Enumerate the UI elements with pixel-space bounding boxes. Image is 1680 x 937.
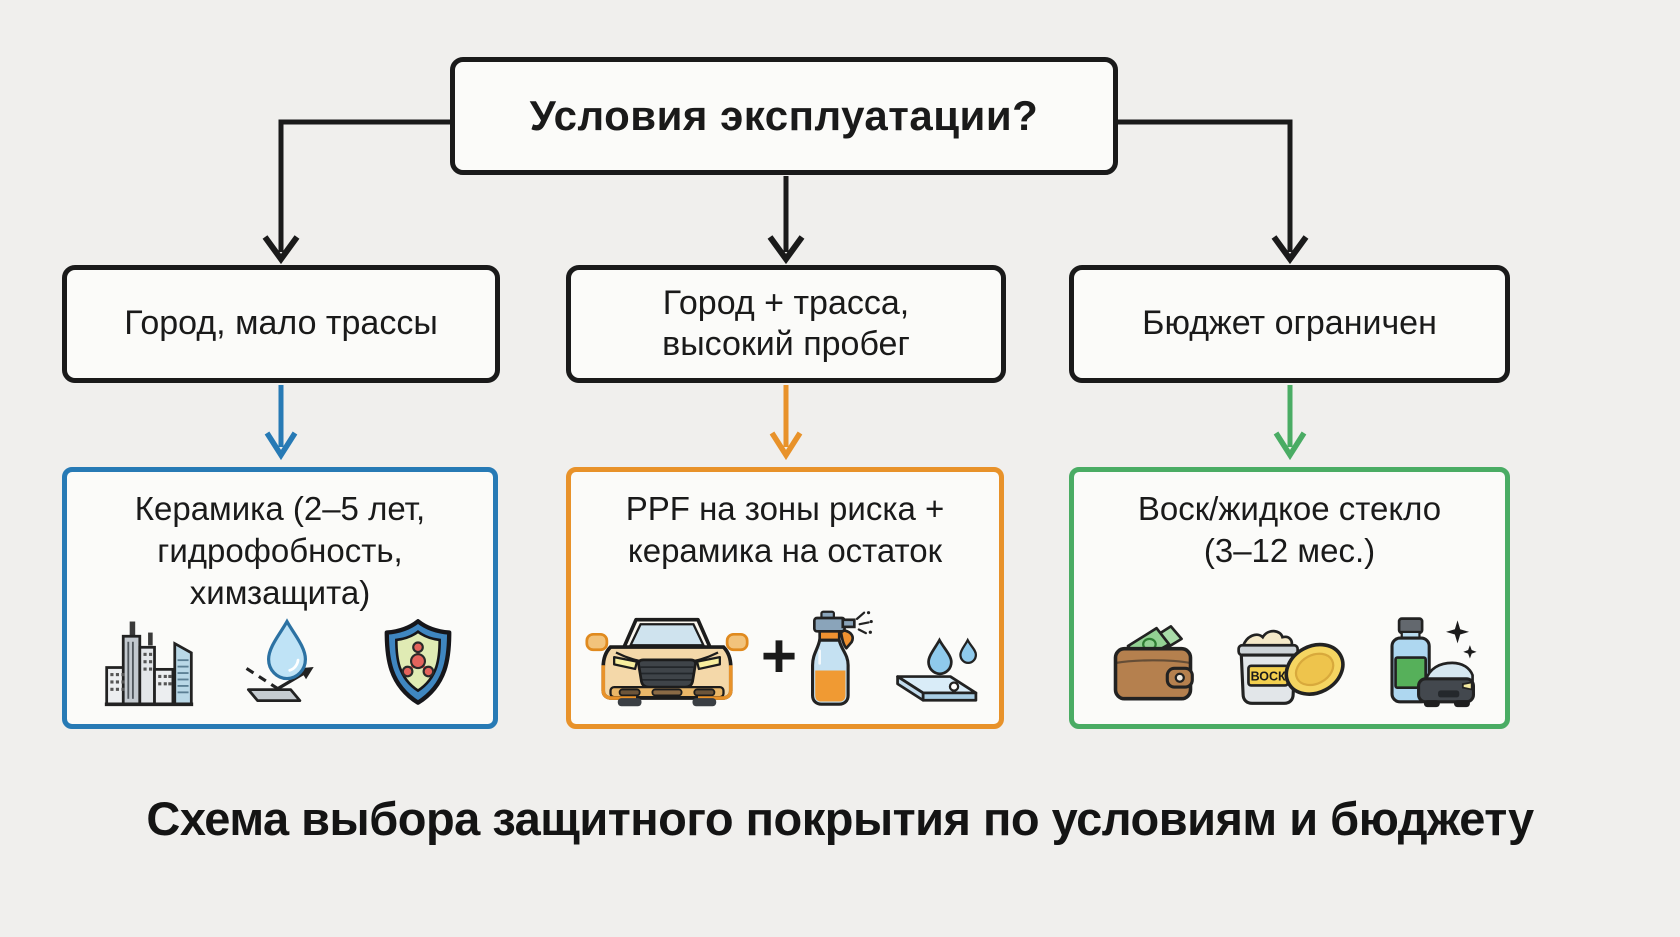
condition-node-highway: Город + трасса, высокий пробег xyxy=(566,265,1006,383)
spray-bottle-icon xyxy=(811,610,873,706)
arrowhead-orange xyxy=(769,431,803,461)
result-node-ppf: PPF на зоны риска + керамика на остаток xyxy=(566,467,1004,729)
condition-text: Город + трасса, xyxy=(662,283,910,322)
coated-surface-icon xyxy=(896,637,978,702)
result-node-wax: Воск/жидкое стекло (3–12 мес.) ВОСК xyxy=(1069,467,1510,729)
root-question-text: Условия эксплуатации? xyxy=(529,92,1039,139)
result-text: Керамика (2–5 лет, xyxy=(134,490,426,527)
connector-left xyxy=(278,119,452,252)
result-node-ceramic: Керамика (2–5 лет, гидрофобность, химзащ… xyxy=(62,467,498,729)
ppf-car-icon xyxy=(585,617,749,707)
result-text: керамика на остаток xyxy=(627,532,943,570)
chemical-shield-icon xyxy=(384,619,452,705)
wax-label: ВОСК xyxy=(1250,670,1285,684)
root-question-node: Условия эксплуатации? xyxy=(450,57,1118,175)
ppf-icon-row: + xyxy=(571,606,999,724)
result-text: химзащита) xyxy=(189,574,371,612)
connector-right xyxy=(1116,119,1293,252)
diagram-caption: Схема выбора защитного покрытия по услов… xyxy=(146,792,1534,845)
result-text: Воск/жидкое стекло xyxy=(1137,490,1442,527)
condition-text: Город, мало трассы xyxy=(124,304,438,343)
liquid-glass-car-icon xyxy=(1389,617,1477,708)
hydrophobic-bounce-icon xyxy=(245,618,314,703)
result-text: (3–12 мес.) xyxy=(1203,532,1376,570)
condition-text: высокий пробег xyxy=(662,325,910,363)
wax-icon-row: ВОСК xyxy=(1074,616,1505,724)
arrowhead-blue xyxy=(264,431,298,461)
condition-text: Бюджет ограничен xyxy=(1142,304,1437,343)
wax-jar-icon: ВОСК xyxy=(1236,629,1345,705)
wallet-icon xyxy=(1113,625,1194,701)
ceramic-icon-row xyxy=(67,616,493,724)
condition-node-budget: Бюджет ограничен xyxy=(1069,265,1510,383)
result-text: гидрофобность, xyxy=(157,532,403,570)
city-icon xyxy=(104,621,194,707)
arrowhead-right xyxy=(1271,235,1309,265)
arrowhead-center xyxy=(767,235,805,265)
result-text: PPF на зоны риска + xyxy=(625,490,945,527)
arrowhead-left xyxy=(262,235,300,265)
plus-sign: + xyxy=(760,622,798,691)
condition-node-city: Город, мало трассы xyxy=(62,265,500,383)
arrowhead-green xyxy=(1273,431,1307,461)
